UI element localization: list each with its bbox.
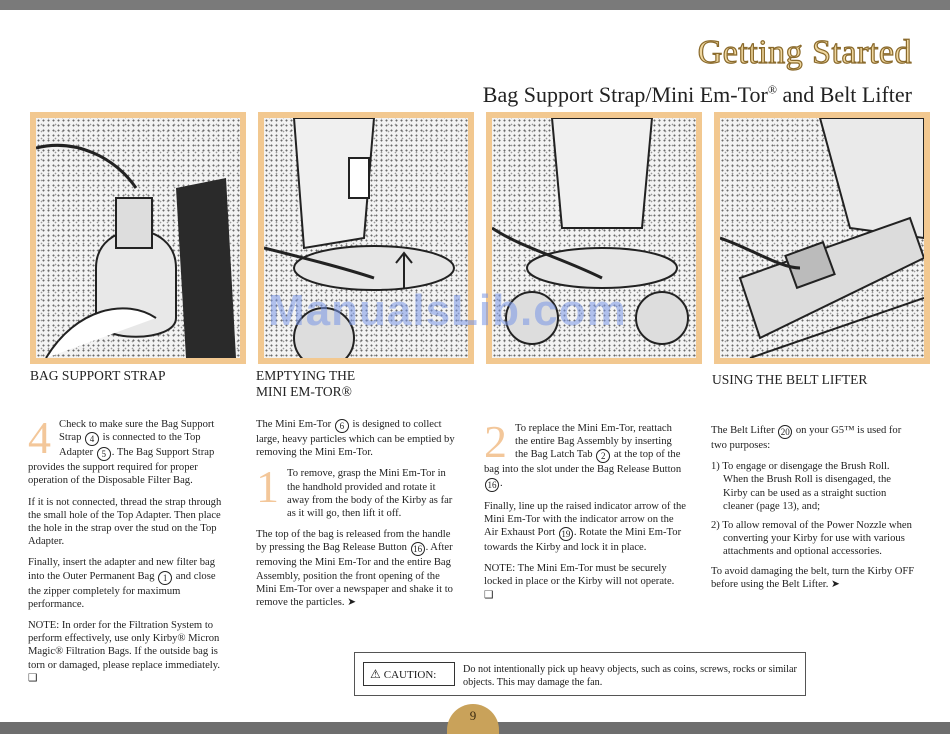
top-border: [0, 0, 950, 10]
watermark: ManualsLib.com: [268, 286, 627, 335]
continue-arrow: ➤: [347, 597, 357, 609]
paragraph-mini-emtor-intro: The Mini Em-Tor 6 is designed to collect…: [256, 419, 455, 459]
heading-bag-support-strap: BAG SUPPORT STRAP: [30, 368, 166, 383]
paragraph-insert-adapter: Finally, insert the adapter and new filt…: [28, 557, 216, 610]
page-title: Getting Started: [697, 33, 912, 71]
photo-belt-lifter: [714, 112, 930, 364]
illustration-replacing: [492, 118, 689, 345]
step-number-4: 4: [28, 418, 51, 463]
photo-emptying-mini-emtor: [258, 112, 474, 364]
callout-5: 5: [96, 447, 111, 462]
list-item-2: 2) To allow removal of the Power Nozzle …: [711, 520, 912, 558]
paragraph-thread-strap: If it is not connected, thread the strap…: [28, 496, 222, 548]
continue-arrow: ➤: [831, 578, 840, 590]
callout-6: 6: [334, 419, 349, 433]
photo-replacing-mini-emtor: [486, 112, 702, 364]
callout-19: 19: [558, 527, 573, 542]
page-number: 9: [447, 704, 499, 734]
list-item-1: 1) To engage or disengage the Brush Roll…: [711, 461, 891, 512]
paragraph-avoid-damage: To avoid damaging the belt, turn the Kir…: [711, 565, 915, 590]
page-subtitle: Bag Support Strap/Mini Em-Tor® and Belt …: [482, 82, 912, 107]
callout-20: 20: [778, 425, 793, 439]
illustration-strap: [36, 143, 236, 358]
caution-text: Do not intentionally pick up heavy objec…: [463, 664, 797, 688]
callout-4: 4: [85, 432, 100, 447]
photo-bag-support-strap: [30, 112, 246, 364]
paragraph-bag-release: The top of the bag is released from the …: [256, 529, 453, 609]
callout-2: 2: [596, 449, 611, 464]
paragraph-line-up-arrow: Finally, line up the raised indicator ar…: [484, 500, 687, 554]
note-filtration: NOTE: In order for the Filtration System…: [28, 620, 220, 684]
caution-box: ⚠CAUTION: Do not intentionally pick up h…: [354, 652, 806, 696]
warning-icon: ⚠: [370, 667, 381, 681]
caution-label: ⚠CAUTION:: [363, 662, 455, 686]
end-mark: ❑: [484, 589, 494, 601]
step-number-1: 1: [256, 467, 279, 513]
column-emptying: The Mini Em-Tor 6 is designed to collect…: [256, 418, 456, 617]
paragraph-belt-lifter-intro: The Belt Lifter 20 on your G5™ is used f…: [711, 425, 902, 451]
end-mark: ❑: [28, 672, 38, 684]
step-number-2: 2: [484, 422, 507, 467]
illustration-emptying: [264, 118, 455, 358]
heading-belt-lifter: USING THE BELT LIFTER: [712, 372, 868, 387]
heading-emptying: EMPTYING THE MINI EM-TOR®: [256, 368, 356, 399]
callout-1: 1: [158, 570, 173, 585]
note-locked: NOTE: The Mini Em-Tor must be securely l…: [484, 563, 675, 601]
callout-16: 16: [410, 542, 425, 557]
illustration-belt-lifter: [720, 118, 924, 358]
column-belt-lifter: The Belt Lifter 20 on your G5™ is used f…: [711, 424, 915, 599]
callout-16b: 16: [485, 477, 499, 492]
